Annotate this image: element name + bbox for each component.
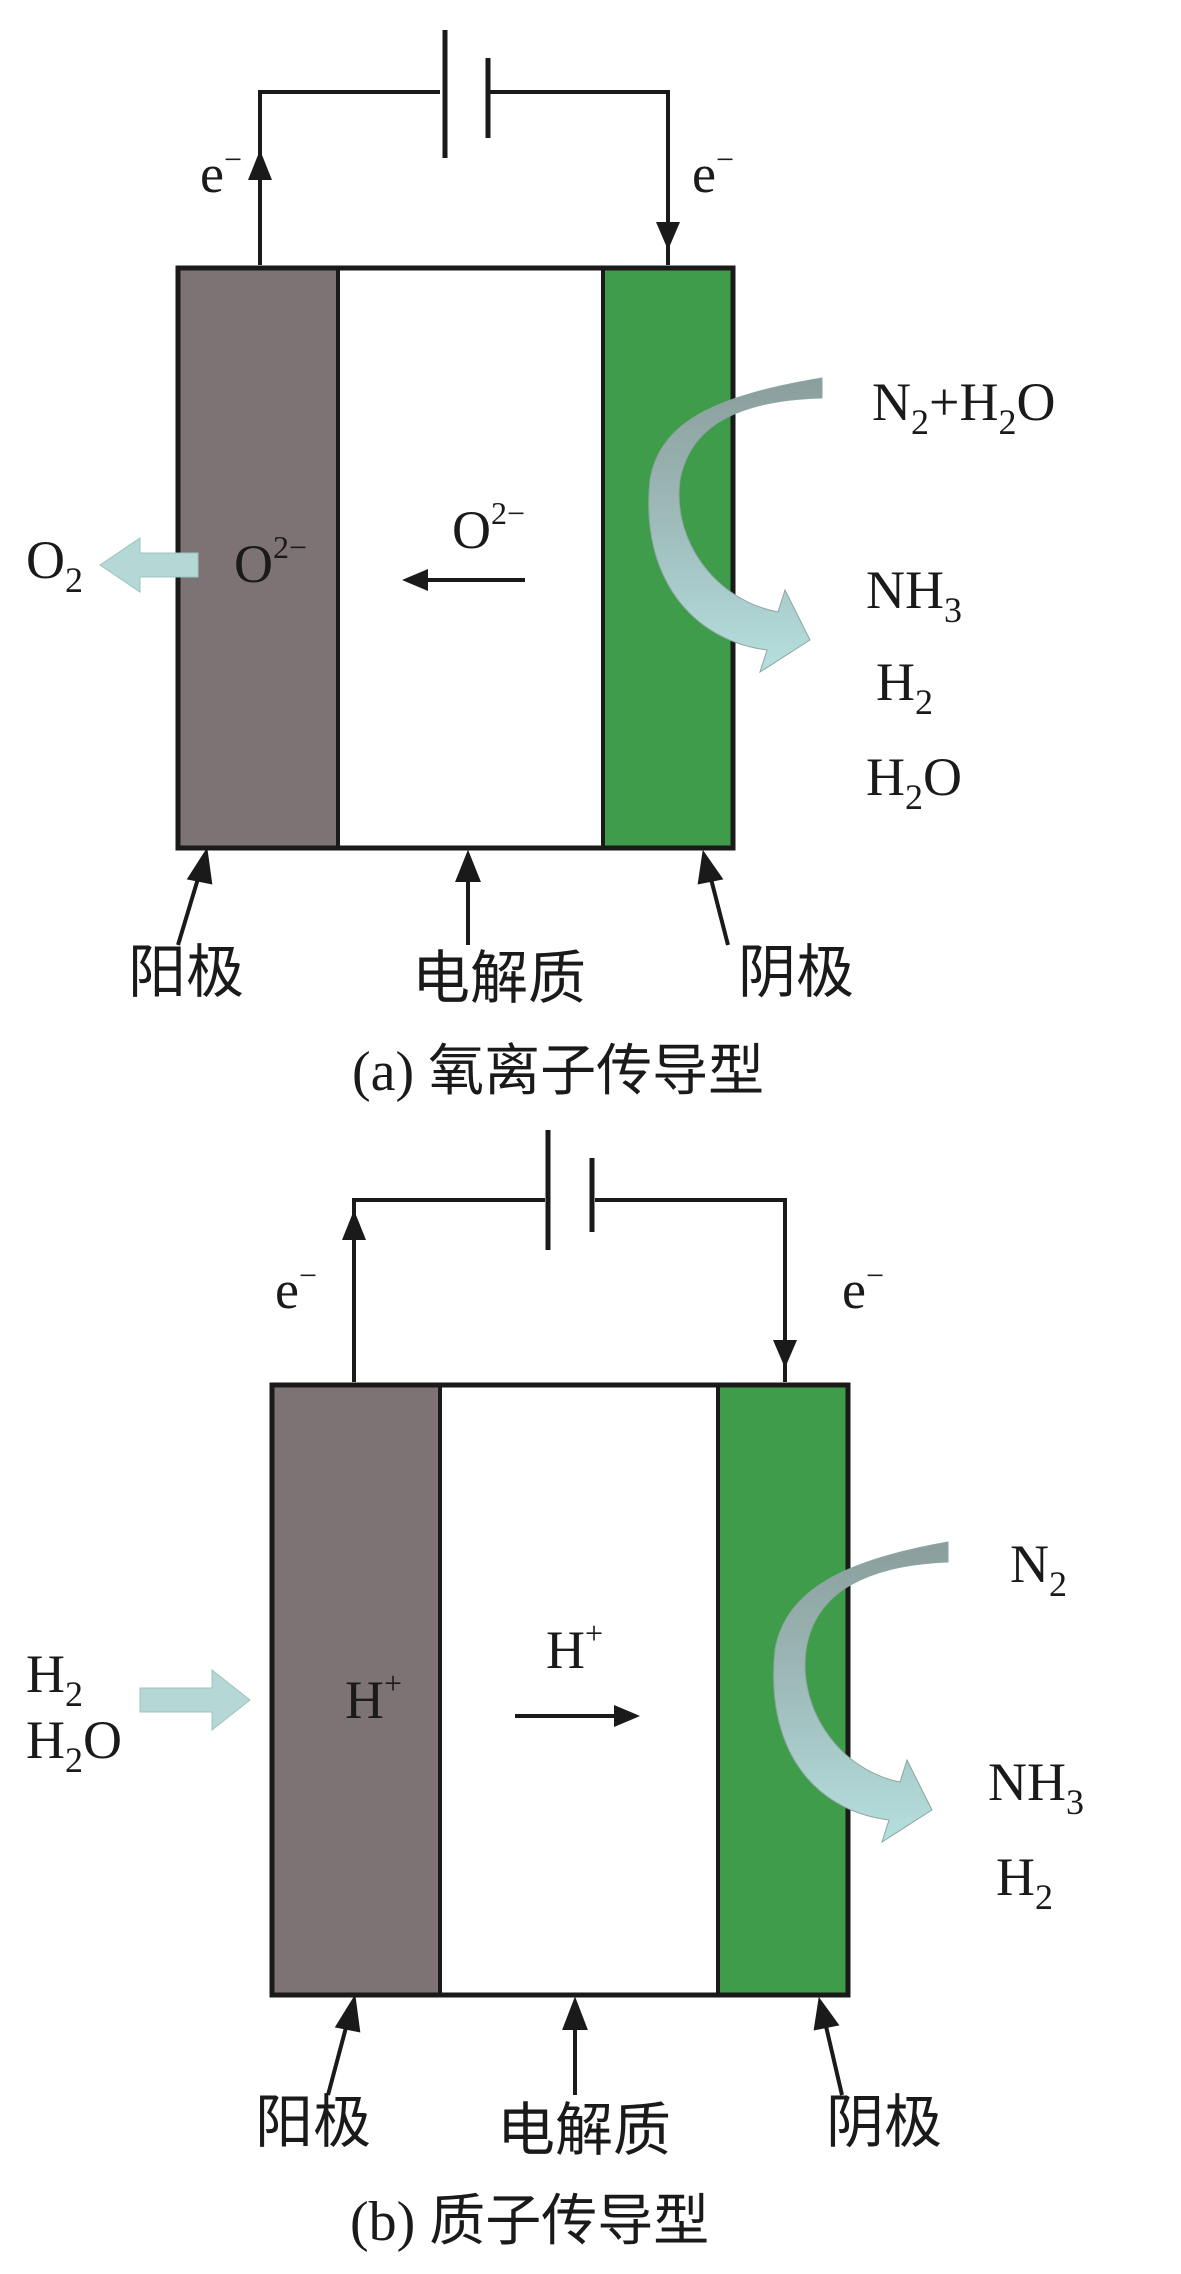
cell-outline [269,1382,851,1998]
external-circuit [352,1130,787,1382]
panel-b-caption: (b) 质子传导型 [350,2191,709,2253]
ion-migration-arrow [515,1705,640,1727]
cathode-output-h2: H2 [996,1847,1053,1917]
electron-arrow-left [248,150,272,180]
anode-layer [272,1385,440,1995]
pointer-arrows [176,847,730,946]
cathode-input-label: N2+H2O [872,372,1055,442]
cathode-output-nh3: NH3 [866,560,962,630]
anode-label: 阳极 [128,940,244,1005]
cathode-flow-arrow [773,1541,949,1844]
external-circuit [258,30,670,265]
electrolyte-ion-label: H+ [546,1615,603,1680]
electrolyte-layer [440,1385,718,1995]
electron-arrow-left [342,1210,366,1240]
anode-label: 阳极 [255,2090,371,2155]
cathode-label: 阴极 [738,940,854,1005]
electron-label-right: e− [692,141,734,204]
cathode-output-nh3: NH3 [988,1752,1084,1822]
electron-label-left: e− [200,141,242,204]
electrolyte-label: 电解质 [412,946,586,1011]
electron-arrow-right [656,222,680,250]
ion-migration-arrow [402,569,525,591]
panel-a: e− e− O2− O2− O2 N2+H2O NH3 H2 H2O 阳极 电解… [26,30,1055,1103]
inlet-label-h2: H2 [26,1644,83,1714]
oxygen-outlet-arrow [99,537,199,593]
pointer-arrows [326,1994,844,2096]
panel-b: e− e− H+ H+ H2 H2O N2 NH3 H2 阳极 电解质 阴极 (… [26,1130,1084,2253]
electron-label-left: e− [275,1257,317,1320]
electrolyte-label: 电解质 [497,2098,671,2163]
anode-ion-label: O2− [234,529,307,594]
cathode-input-label: N2 [1010,1534,1067,1604]
cathode-label: 阴极 [826,2090,942,2155]
electrolyte-layer [338,268,603,848]
electron-label-right: e− [842,1257,884,1320]
anode-layer [178,268,338,848]
cathode-flow-arrow [648,377,823,674]
oxygen-output-label: O2 [26,530,83,600]
hydrogen-inlet-arrow [139,1668,251,1732]
inlet-label-h2o: H2O [26,1710,122,1780]
electron-arrow-right [773,1340,797,1368]
cathode-output-h2o: H2O [866,747,962,817]
panel-a-caption: (a) 氧离子传导型 [352,1041,764,1103]
cathode-output-h2: H2 [876,652,933,722]
